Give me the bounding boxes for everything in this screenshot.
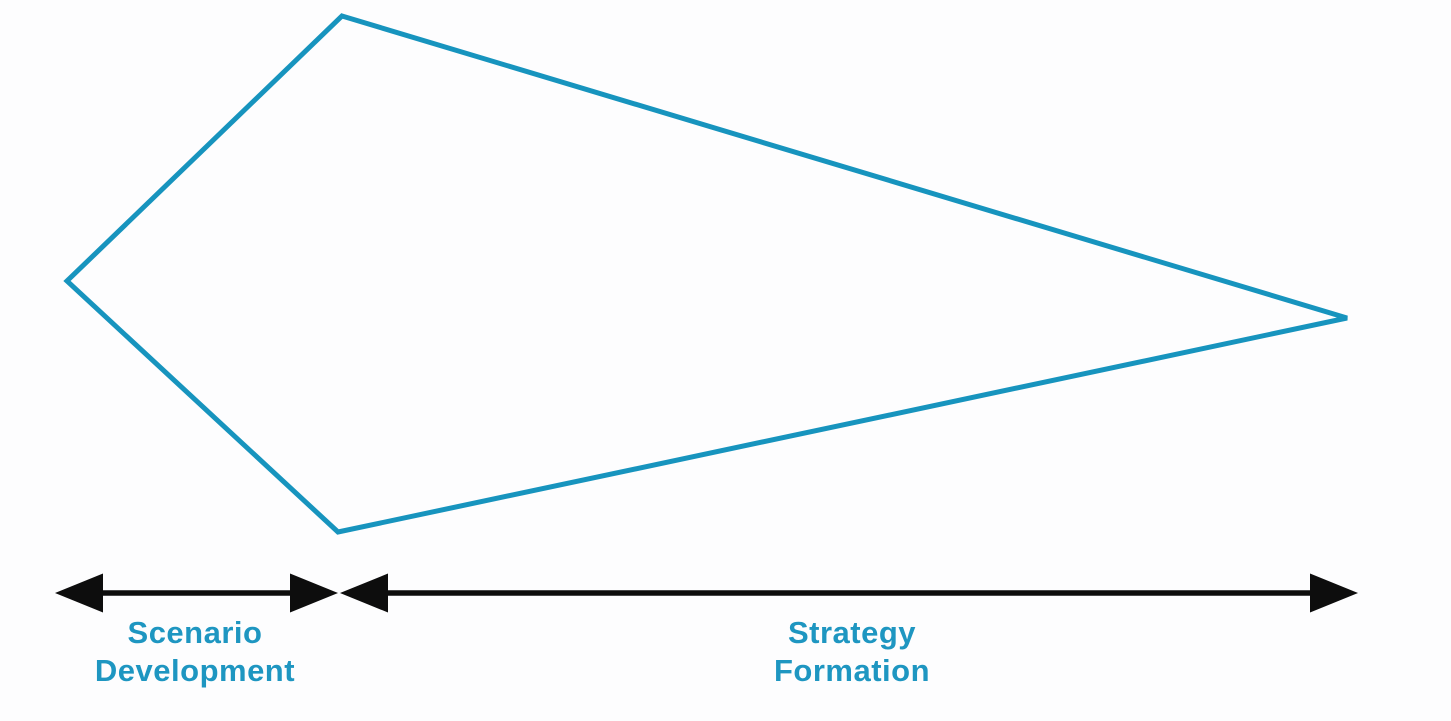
strategy-formation-label: Strategy Formation: [774, 615, 930, 688]
cone-kite-shape: [63, 13, 1348, 535]
label-line: Development: [95, 653, 295, 688]
scenario-development-arrow: [55, 573, 338, 613]
strategy-formation-arrow: [340, 573, 1358, 613]
arrowhead-left-icon: [55, 573, 103, 613]
label-line: Strategy: [788, 615, 916, 650]
arrowhead-right-icon: [290, 573, 338, 613]
label-line: Formation: [774, 653, 930, 688]
label-line: Scenario: [128, 615, 263, 650]
arrowhead-left-icon: [340, 573, 388, 613]
scenario-development-label: Scenario Development: [95, 615, 295, 688]
arrowhead-right-icon: [1310, 573, 1358, 613]
